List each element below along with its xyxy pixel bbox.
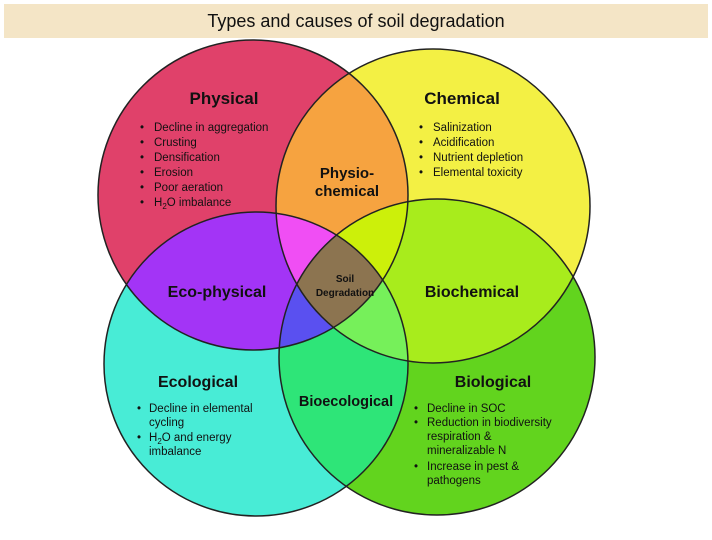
chemical-bullet: • xyxy=(419,167,423,179)
h2o-h: H xyxy=(154,197,162,209)
physical-bullet: • xyxy=(140,122,144,134)
center-label-1: Soil xyxy=(336,274,355,285)
physical-item: Crusting xyxy=(154,137,197,149)
biological-item-cont: pathogens xyxy=(427,475,481,487)
biological-item: Reduction in biodiversity xyxy=(427,417,552,429)
physical-bullet: • xyxy=(140,137,144,149)
physical-bullet: • xyxy=(140,197,144,209)
ecological-bullet: • xyxy=(137,403,141,415)
chemical-bullet: • xyxy=(419,152,423,164)
physio-chemical-label-2: chemical xyxy=(315,183,379,200)
biological-item-cont: mineralizable N xyxy=(427,445,506,457)
physical-heading: Physical xyxy=(190,89,259,108)
h2o-sub: 2 xyxy=(162,202,167,211)
chemical-outline xyxy=(275,48,591,364)
eco-physical-label: Eco-physical xyxy=(168,284,267,301)
ecological-heading: Ecological xyxy=(158,374,238,391)
biological-bullet: • xyxy=(414,461,418,473)
physical-bullet: • xyxy=(140,167,144,179)
center-label-2: Degradation xyxy=(316,288,374,299)
physical-bullet: • xyxy=(140,152,144,164)
physical-bullet: • xyxy=(140,182,144,194)
chemical-item: Nutrient depletion xyxy=(433,152,523,164)
biological-bullet: • xyxy=(414,403,418,415)
physical-item: Densification xyxy=(154,152,220,164)
physio-chemical-label-1: Physio- xyxy=(320,165,374,182)
h2o-h: H xyxy=(149,432,157,444)
chemical-bullet: • xyxy=(419,137,423,149)
physical-item: Poor aeration xyxy=(154,182,223,194)
ecological-item-cont: cycling xyxy=(149,417,184,429)
chemical-item: Acidification xyxy=(433,137,494,149)
ecological-outline xyxy=(103,211,409,517)
bioecological-label: Bioecological xyxy=(299,394,393,410)
title-bar: Types and causes of soil degradation xyxy=(4,4,708,38)
chemical-item: Salinization xyxy=(433,122,492,134)
physical-item-h2o: H2O imbalance xyxy=(154,197,231,211)
physical-item: Erosion xyxy=(154,167,193,179)
biological-item-cont: respiration & xyxy=(427,431,492,443)
h2o-sub: 2 xyxy=(157,437,162,446)
chemical-bullet: • xyxy=(419,122,423,134)
ecological-item-h2o: H2O and energy xyxy=(149,432,232,446)
page-title: Types and causes of soil degradation xyxy=(207,10,505,31)
h2o-rest: O imbalance xyxy=(167,197,232,209)
biochemical-label: Biochemical xyxy=(425,284,519,301)
ecological-bullet: • xyxy=(137,432,141,444)
biological-heading: Biological xyxy=(455,374,531,391)
ecological-item-cont: imbalance xyxy=(149,446,201,458)
h2o-rest: O and energy xyxy=(162,432,232,444)
biological-item: Increase in pest & xyxy=(427,461,519,473)
chemical-list: • Salinization • Acidification • Nutrien… xyxy=(419,122,523,179)
ecological-item: Decline in elemental xyxy=(149,403,253,415)
biological-item: Decline in SOC xyxy=(427,403,506,415)
physical-item: Decline in aggregation xyxy=(154,122,268,134)
biological-list: • Decline in SOC • Reduction in biodiver… xyxy=(414,403,552,487)
chemical-heading: Chemical xyxy=(424,89,500,108)
physical-outline xyxy=(97,39,409,351)
biological-bullet: • xyxy=(414,417,418,429)
chemical-item: Elemental toxicity xyxy=(433,167,523,179)
biological-outline xyxy=(278,198,596,516)
ecological-list: • Decline in elemental cycling • H2O and… xyxy=(137,403,253,458)
center-region xyxy=(279,212,408,350)
physical-list: • Decline in aggregation • Crusting • De… xyxy=(140,122,268,211)
